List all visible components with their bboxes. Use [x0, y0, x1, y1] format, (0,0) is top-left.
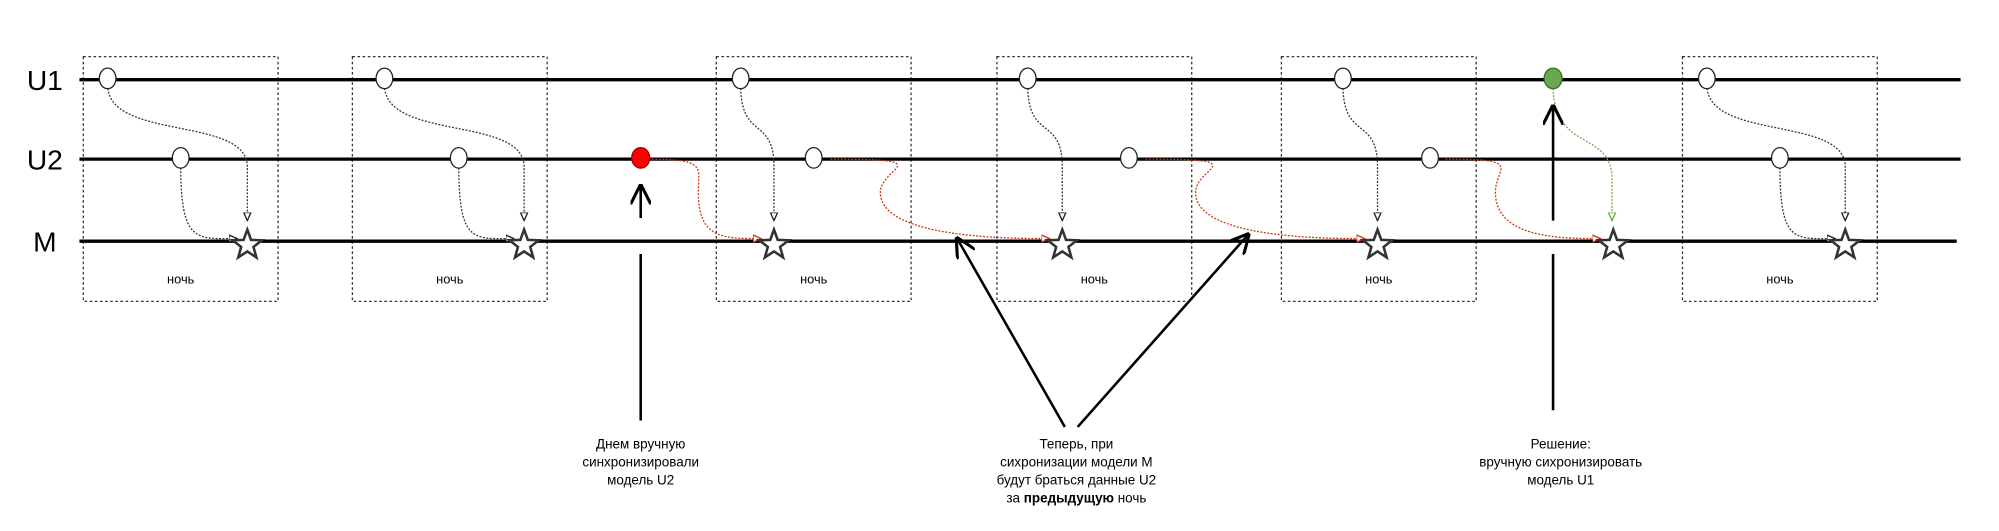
u1-sync-node — [1018, 67, 1037, 90]
u2-sync-node — [1421, 146, 1440, 169]
note-line: модель U1 — [1527, 473, 1594, 488]
u1-to-m-flow — [383, 84, 524, 221]
stale-u2-to-m-flow — [1445, 158, 1600, 238]
note-solution: Решение: вручную сихронизировать модель … — [1479, 437, 1642, 488]
model-m-build-star-icon — [229, 225, 266, 261]
u1-to-m-flow — [1706, 84, 1845, 221]
model-m-build-star-icon — [1359, 225, 1396, 261]
model-m-build-star-icon — [1044, 225, 1081, 261]
manual-u2-sync-node — [631, 146, 651, 169]
note-line: сихронизации модели M — [1000, 455, 1152, 470]
lane-label-u2: U2 — [27, 143, 63, 175]
u2-sync-node — [1770, 146, 1789, 169]
lane-label-m: M — [33, 225, 56, 257]
note-manual-sync: Днем вручную синхронизировали модель U2 — [582, 437, 699, 488]
u2-to-m-flow — [458, 164, 514, 238]
night-label: ночь — [1766, 271, 1794, 286]
model-m-build-star-icon — [1827, 225, 1864, 261]
note-line: Решение: — [1531, 437, 1591, 452]
u2-sync-node — [449, 146, 468, 169]
lane-label-u1: U1 — [27, 64, 63, 96]
night-box — [1280, 55, 1477, 303]
consequence-arrow-left — [957, 239, 1066, 428]
u2-to-m-flow — [180, 164, 237, 238]
u1-sync-node — [1697, 67, 1716, 90]
note-consequence: Теперь, при сихронизации модели M будут … — [997, 437, 1157, 506]
night-label: ночь — [1081, 271, 1109, 286]
u1-sync-node — [731, 67, 750, 90]
u1-to-m-flow — [106, 84, 248, 221]
night-box — [82, 55, 279, 303]
note-line: модель U2 — [607, 473, 674, 488]
u1-to-m-flow — [1027, 84, 1063, 221]
u1-sync-node — [98, 67, 117, 90]
note-prefix: за — [1006, 491, 1023, 506]
u2-sync-node — [1119, 146, 1138, 169]
u1-to-m-flow — [740, 84, 774, 221]
note-line: вручную сихронизировать — [1479, 455, 1642, 470]
night-label: ночь — [167, 271, 195, 286]
night-box — [1681, 55, 1878, 303]
u2-to-m-flow — [1779, 164, 1835, 238]
night-box — [351, 55, 548, 303]
night-label: ночь — [800, 271, 828, 286]
note-line: Теперь, при — [1039, 437, 1113, 452]
model-m-build-star-icon — [1595, 225, 1632, 261]
stale-u2-to-m-flow — [648, 158, 761, 238]
note-emphasis: предыдущую — [1024, 491, 1114, 506]
u2-sync-node — [171, 146, 190, 169]
stale-u2-to-m-flow — [830, 158, 1049, 238]
note-line: будут браться данные U2 — [997, 473, 1157, 488]
night-box — [715, 55, 912, 303]
note-line: Днем вручную — [596, 437, 685, 452]
stale-u2-to-m-flow — [1145, 158, 1365, 238]
night-box — [996, 55, 1193, 303]
consequence-arrow-right — [1076, 235, 1248, 428]
night-label: ночь — [1365, 271, 1393, 286]
u1-sync-node — [1333, 67, 1352, 90]
manual-u1-sync-node — [1543, 67, 1563, 90]
night-label: ночь — [436, 271, 464, 286]
u1-sync-node — [375, 67, 394, 90]
u1-to-m-flow — [1342, 84, 1378, 221]
note-line: за предыдущую ночь — [1006, 491, 1146, 506]
model-m-build-star-icon — [505, 225, 543, 261]
model-m-build-star-icon — [755, 225, 793, 261]
note-line: синхронизировали — [582, 455, 699, 470]
note-suffix: ночь — [1114, 491, 1146, 506]
solution-u1-to-m-flow — [1552, 84, 1612, 221]
u2-sync-node — [804, 146, 823, 169]
